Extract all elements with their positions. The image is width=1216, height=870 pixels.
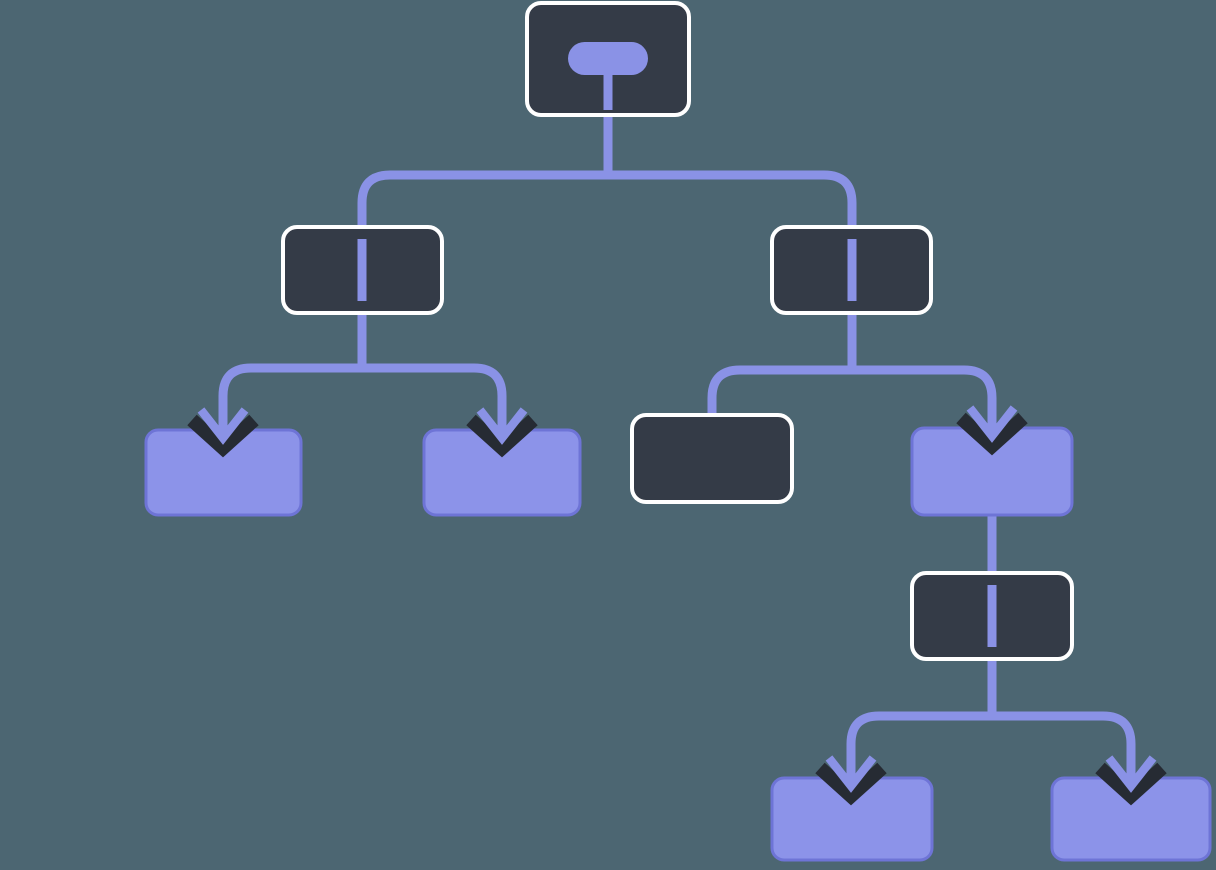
edge-level3 xyxy=(846,711,1136,781)
down-chevron-arrow-icon xyxy=(466,400,538,458)
root-pill-icon xyxy=(568,42,648,110)
down-chevron-arrow-icon xyxy=(815,748,887,806)
nodes xyxy=(144,1,1212,862)
edge-level2-right xyxy=(707,365,997,431)
node-branch-right[interactable] xyxy=(770,225,933,315)
edge-level2-left xyxy=(218,363,507,433)
down-chevron-arrow-icon xyxy=(187,400,259,458)
merge-arrows xyxy=(187,398,1167,806)
dark-leaf-box[interactable] xyxy=(630,413,794,504)
node-dark-leaf[interactable] xyxy=(630,413,794,504)
down-chevron-arrow-icon xyxy=(1095,748,1167,806)
node-root[interactable] xyxy=(525,1,691,117)
edge-level1 xyxy=(357,170,857,232)
down-chevron-arrow-icon xyxy=(956,398,1028,456)
node-branch-left[interactable] xyxy=(281,225,444,315)
connectors xyxy=(218,110,1136,781)
node-branch-bottom[interactable] xyxy=(910,571,1074,661)
